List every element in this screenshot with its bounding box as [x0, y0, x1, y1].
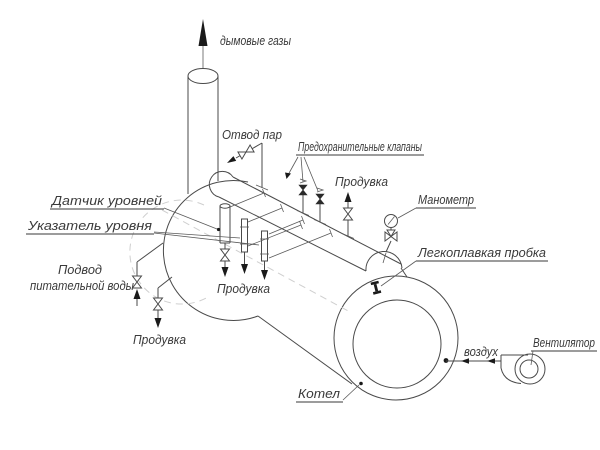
level-indicator-caption: Указатель уровня	[26, 219, 260, 246]
steam-outlet-label: Отвод пар	[222, 128, 282, 142]
steam-outlet-pipe	[227, 142, 269, 191]
fan-label: Вентилятор	[533, 336, 595, 350]
gauge-glass-2	[260, 230, 269, 280]
drum-blowdown	[341, 192, 355, 239]
level-indicator-label: Указатель уровня	[27, 219, 153, 233]
safety-valve-icon	[298, 184, 308, 196]
gauges-blowdown-label: Продувка	[217, 282, 270, 296]
boiler-caption: Котел	[296, 381, 363, 403]
safety-valves	[285, 156, 327, 225]
fusible-plug-caption: Легкоплавкая пробка	[380, 246, 548, 287]
safety-valves-caption: Предохранительные клапаны	[296, 140, 424, 156]
manometer-caption: Манометр	[416, 193, 476, 209]
level-sensor-caption: Датчик уровней	[50, 194, 221, 232]
level-sensor-label: Датчик уровней	[50, 194, 162, 208]
left-blowdown	[152, 276, 173, 328]
steam-flow-arrow-icon	[227, 156, 237, 163]
left-blowdown-valve-icon	[152, 297, 164, 311]
sensor-drain-arrow-icon	[221, 267, 229, 277]
blowdown-valve-icon	[342, 207, 354, 221]
level-piping-stubs	[229, 188, 333, 259]
fusible-plug	[370, 280, 382, 295]
blowdown-arrow-icon	[344, 192, 352, 202]
chimney	[187, 19, 219, 194]
gauge-cock-icon	[384, 231, 392, 242]
steam-dome	[365, 250, 403, 272]
air-label: воздух	[464, 345, 499, 359]
air-arrow-icon	[461, 358, 469, 364]
boiler-label: Котел	[298, 387, 340, 401]
air-arrow-icon	[487, 358, 495, 364]
air-line	[443, 358, 501, 364]
fan-impeller-icon	[519, 359, 539, 379]
drum-blowdown-label: Продувка	[335, 175, 388, 189]
feed-water-label-2: питательной воды	[30, 279, 134, 293]
gauge-glass-1	[240, 218, 249, 274]
feed-water-arrow-icon	[133, 289, 141, 299]
flue-gases-label: дымовые газы	[220, 34, 291, 48]
manometer-label: Манометр	[418, 193, 474, 207]
sensor-drain-valve-icon	[219, 248, 231, 262]
safety-valve-icon	[315, 193, 325, 205]
steam-valve-icon	[237, 144, 255, 160]
fusible-plug-icon	[370, 280, 379, 286]
fan-caption: Вентилятор	[530, 336, 597, 366]
fan	[500, 353, 546, 385]
fire-tube-face	[352, 299, 442, 389]
level-sensor	[219, 203, 231, 277]
gauge1-drain-arrow-icon	[241, 264, 248, 274]
gauge2-drain-arrow-icon	[261, 270, 268, 280]
fusible-plug-label: Легкоплавкая пробка	[417, 246, 546, 260]
fan-casing-icon	[514, 353, 546, 385]
left-blowdown-arrow-icon	[154, 318, 162, 328]
feed-water-label-1: Подвод	[58, 263, 102, 277]
flue-gas-arrow-icon	[198, 19, 208, 46]
safety-valves-label: Предохранительные клапаны	[298, 140, 422, 154]
feed-water-line	[131, 242, 164, 306]
feed-water-valve-icon	[131, 275, 143, 289]
manometer-assembly	[384, 207, 417, 253]
boiler-shell	[129, 179, 459, 401]
left-blowdown-label: Продувка	[133, 333, 186, 347]
